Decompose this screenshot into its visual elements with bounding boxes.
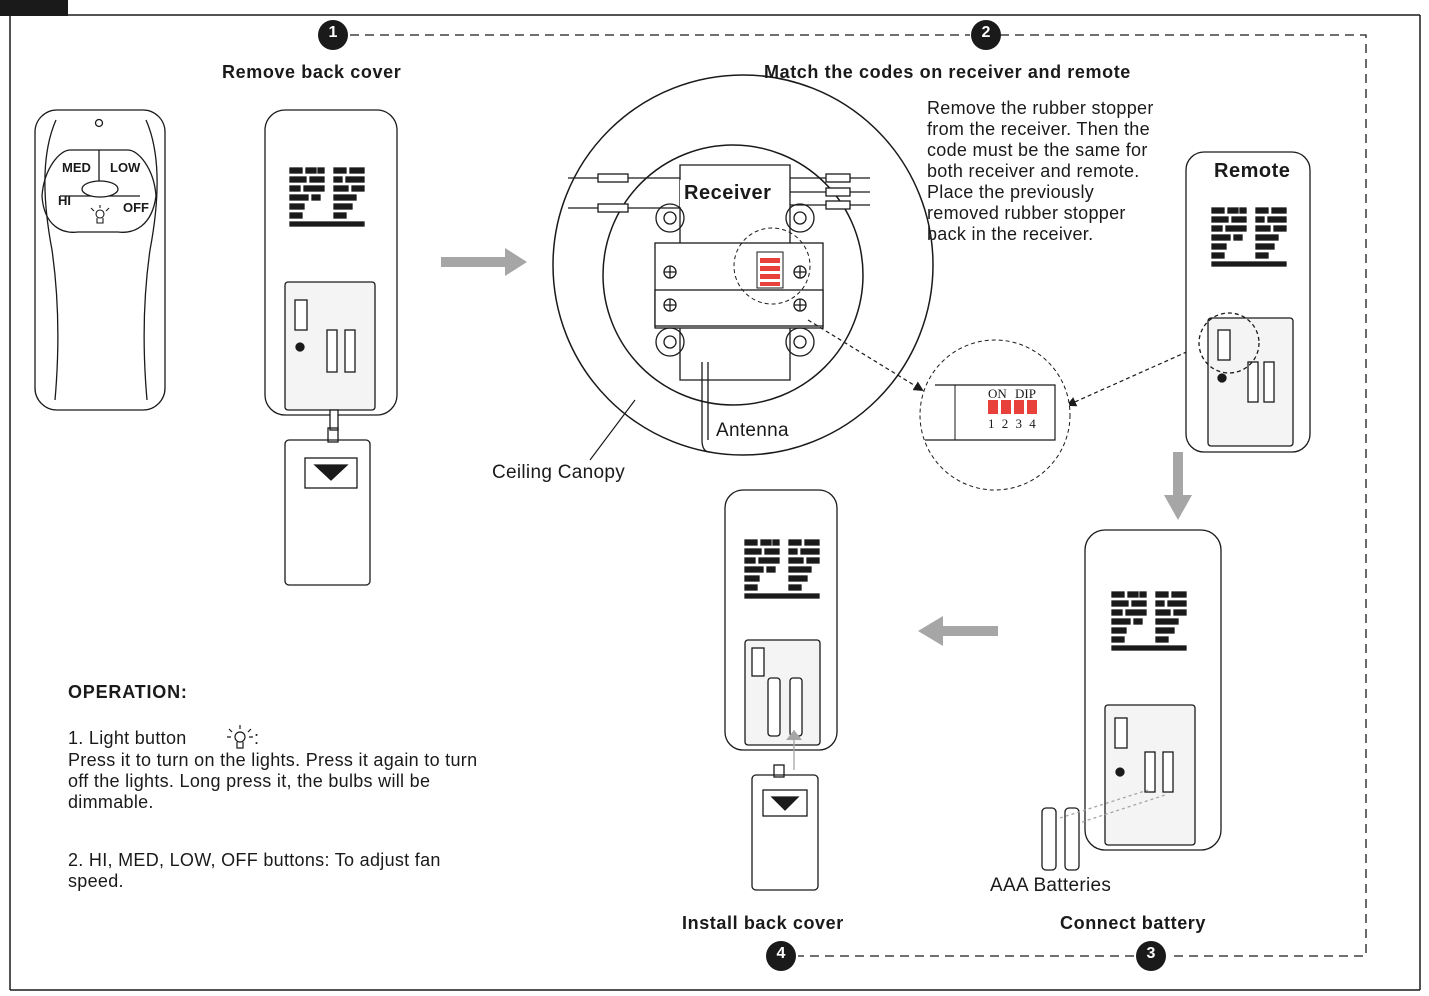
arrow-step1-to-2 xyxy=(441,248,527,276)
step-3-number: 3 xyxy=(1146,945,1156,962)
receiver-dip-leader xyxy=(807,319,924,392)
step-4-number: 4 xyxy=(776,945,786,962)
off-button: OFF xyxy=(123,200,149,215)
operation-item2-text: 2. HI, MED, LOW, OFF buttons: To adjust … xyxy=(68,850,441,891)
remote-front-view xyxy=(34,109,166,411)
operation-heading: OPERATION: xyxy=(68,682,188,702)
step-1-number: 1 xyxy=(328,24,338,41)
dip-zoom xyxy=(919,339,1071,491)
med-button: MED xyxy=(62,160,91,175)
step-2-number: 2 xyxy=(981,24,991,41)
step-4-title: Install back cover xyxy=(682,913,844,933)
hi-button: HI xyxy=(58,193,71,208)
step-3-title: Connect battery xyxy=(1060,913,1207,933)
low-button: LOW xyxy=(110,160,141,175)
operation-item1-text: Press it to turn on the lights. Press it… xyxy=(68,750,478,812)
gray-arrows xyxy=(441,248,1192,646)
remote-back-step1 xyxy=(264,109,398,431)
step-3-circle xyxy=(1136,941,1166,971)
back-cover-removed xyxy=(284,427,371,586)
dip-numbers-label: 1 2 3 4 xyxy=(988,416,1038,431)
step-1-circle xyxy=(318,20,348,50)
antenna-label: Antenna xyxy=(716,420,789,441)
receiver-module xyxy=(568,164,870,453)
step-2-title: Match the codes on receiver and remote xyxy=(764,62,1131,82)
arrow-step3-to-4 xyxy=(918,616,998,646)
remote-label: Remote xyxy=(1214,160,1291,182)
step-2-instructions: Remove the rubber stopper from the recei… xyxy=(927,98,1154,244)
step-4-circle xyxy=(766,941,796,971)
light-bulb-icon xyxy=(227,725,253,749)
operation-item1-title: 1. Light button xyxy=(68,728,187,748)
dip-dip-label: DIP xyxy=(1015,386,1036,401)
step-path xyxy=(350,34,1367,957)
ceiling-canopy-label: Ceiling Canopy xyxy=(492,462,626,483)
remote-back-step4 xyxy=(724,489,838,891)
receiver-dip-switch xyxy=(733,227,811,305)
remote-dip-leader xyxy=(1066,345,1201,407)
remote-back-step2 xyxy=(1185,151,1311,453)
canopy-leader xyxy=(589,399,636,461)
step-1-title: Remove back cover xyxy=(222,62,402,82)
arrow-step2-to-3 xyxy=(1164,452,1192,520)
dip-on-label: ON xyxy=(988,386,1007,401)
operation-item1-colon: : xyxy=(254,728,260,748)
remote-light-icon xyxy=(90,205,110,224)
ceiling-canopy xyxy=(552,74,934,456)
step-2-circle xyxy=(971,20,1001,50)
aaa-batteries-label: AAA Batteries xyxy=(990,875,1112,896)
remote-back-step3 xyxy=(1041,529,1222,871)
corner-header-block xyxy=(0,0,68,16)
receiver-label: Receiver xyxy=(680,180,776,207)
